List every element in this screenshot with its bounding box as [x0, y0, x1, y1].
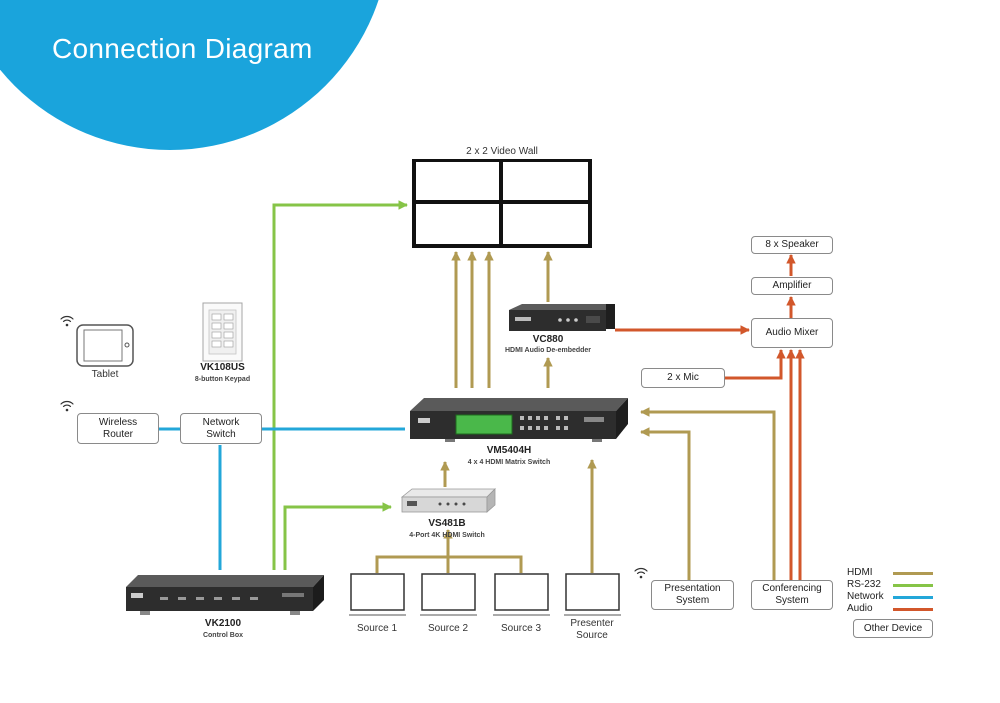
legend-hdmi-label: HDMI: [847, 567, 873, 578]
vk108us-desc: 8-button Keypad: [194, 376, 251, 383]
keypad-icon: [202, 302, 243, 362]
source-1-label: Source 1: [356, 623, 398, 634]
legend-other-device-box: Other Device: [853, 619, 933, 638]
wireless-router-box: Wireless Router: [77, 413, 159, 444]
vs481b-desc: 4-Port 4K HDMI Switch: [409, 532, 485, 539]
vc880-desc: HDMI Audio De-embedder: [504, 347, 592, 354]
legend-hdmi-line: [893, 572, 933, 575]
tablet-label: Tablet: [91, 369, 119, 380]
amplifier-box: Amplifier: [751, 277, 833, 295]
speaker-box: 8 x Speaker: [751, 236, 833, 254]
legend-network-label: Network: [847, 591, 884, 602]
conferencing-system-box: Conferencing System: [751, 580, 833, 610]
vs481b-name: VS481B: [428, 518, 466, 529]
legend-rs232-line: [893, 584, 933, 587]
hdmi-switch-device: [400, 488, 496, 513]
monitor-icon: [350, 573, 620, 611]
network-wires: [159, 427, 405, 570]
wifi-icon: [60, 315, 648, 579]
vk2100-desc: Control Box: [202, 632, 244, 639]
hdmi-wire-conferencing-to-matrix: [640, 407, 776, 580]
legend-audio-line: [893, 608, 933, 611]
vm5404h-name: VM5404H: [486, 445, 532, 456]
rs232-wire-vk2100-to-wall: [272, 200, 408, 570]
video-wall-label: 2 x 2 Video Wall: [466, 146, 538, 157]
source-3-label: Source 3: [500, 623, 542, 634]
audio-mixer-box: Audio Mixer: [751, 318, 833, 348]
source-2-label: Source 2: [427, 623, 469, 634]
vk2100-name: VK2100: [204, 618, 242, 629]
presentation-system-box: Presentation System: [651, 580, 734, 610]
legend-audio-label: Audio: [847, 603, 873, 614]
hdmi-wires: [375, 251, 776, 580]
video-wall: [412, 159, 592, 248]
rs232-wire-vk2100-to-vs481b: [283, 502, 392, 570]
audio-wires: [615, 254, 805, 580]
mic-box: 2 x Mic: [641, 368, 725, 388]
hdmi-wire-presentation-to-matrix: [640, 427, 691, 580]
page-title: Connection Diagram: [52, 33, 313, 64]
vc880-name: VC880: [532, 334, 564, 345]
audio-wire-mic-to-mixer: [725, 349, 786, 380]
matrix-switch-device: [410, 398, 628, 442]
tablet-icon: [76, 324, 134, 367]
legend-rs232-label: RS-232: [847, 579, 881, 590]
legend-network-line: [893, 596, 933, 599]
control-box-device: [126, 575, 324, 615]
presenter-source-label: Presenter Source: [570, 618, 614, 641]
vk108us-name: VK108US: [200, 362, 245, 373]
de-embedder-device: [509, 304, 615, 331]
rs232-wires: [272, 200, 408, 570]
vm5404h-desc: 4 x 4 HDMI Matrix Switch: [467, 459, 551, 466]
network-switch-box: Network Switch: [180, 413, 262, 444]
